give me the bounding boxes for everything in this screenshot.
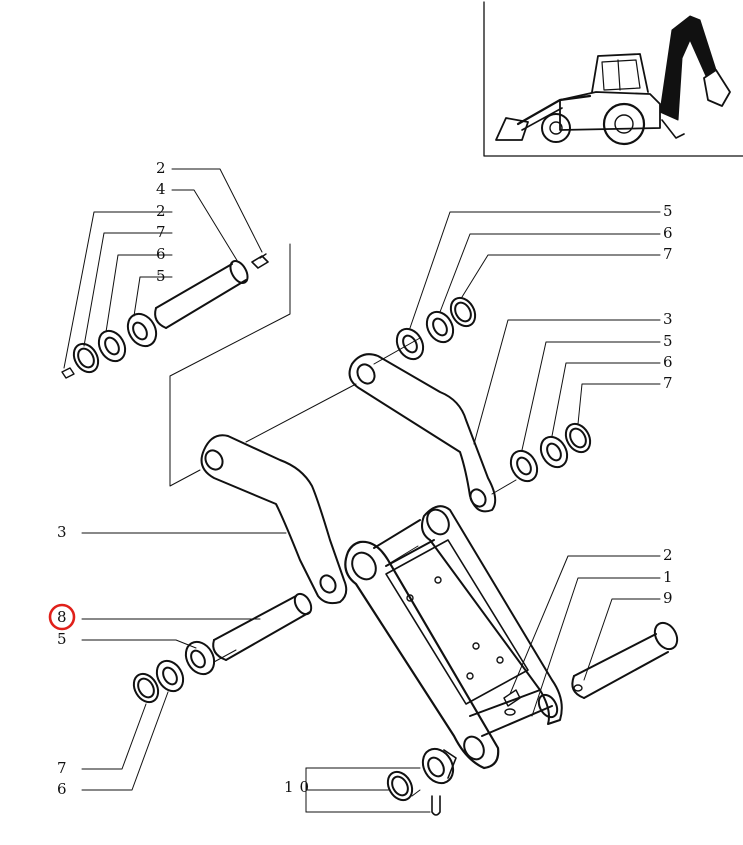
callout-10[interactable]: 10: [284, 778, 316, 796]
leader-lines: [63, 168, 661, 813]
callout-6-bottom-left[interactable]: 6: [57, 780, 67, 798]
callout-6-top-left[interactable]: 6: [156, 245, 166, 263]
callout-2-left[interactable]: 2: [156, 202, 166, 220]
callout-2-bottom-right[interactable]: 2: [663, 546, 673, 564]
callout-5-mid-right[interactable]: 5: [663, 332, 673, 350]
backhoe-loader-icon: [495, 15, 731, 146]
pin-4-assembly: [61, 253, 269, 379]
callout-7-bottom-left[interactable]: 7: [57, 759, 67, 777]
washers-top-right: [395, 296, 477, 361]
callout-3-left[interactable]: 3: [57, 523, 67, 541]
callout-5-top-left[interactable]: 5: [156, 267, 166, 285]
thumbnail-frame: [483, 1, 743, 157]
callout-6-top-right[interactable]: 6: [663, 224, 673, 242]
callout-5-mid-left[interactable]: 5: [57, 630, 67, 648]
callout-6-mid-right[interactable]: 6: [663, 353, 673, 371]
main-frame: [344, 505, 563, 770]
callout-7-top-right[interactable]: 7: [663, 245, 673, 263]
callout-3-right[interactable]: 3: [663, 310, 673, 328]
callout-9[interactable]: 9: [663, 589, 673, 607]
pin-8-assembly: [132, 592, 313, 704]
callout-4[interactable]: 4: [156, 180, 166, 198]
callout-8-highlighted[interactable]: 8: [57, 608, 67, 626]
assembly-guide-lines: [213, 337, 517, 797]
pin-9-assembly: [571, 621, 679, 699]
highlight-circle-icon: [48, 603, 76, 631]
assembly-lines-top-left: [169, 243, 291, 487]
washers-mid-right: [509, 422, 592, 483]
callout-7-top-left[interactable]: 7: [156, 223, 166, 241]
callout-7-mid-right[interactable]: 7: [663, 374, 673, 392]
link-arm-upper: [348, 353, 497, 513]
callout-5-top-right[interactable]: 5: [663, 202, 673, 220]
link-arm-lower: [200, 434, 348, 605]
callout-1[interactable]: 1: [663, 568, 673, 586]
callout-2-top[interactable]: 2: [156, 159, 166, 177]
bottom-bushing-assembly: [386, 747, 457, 816]
